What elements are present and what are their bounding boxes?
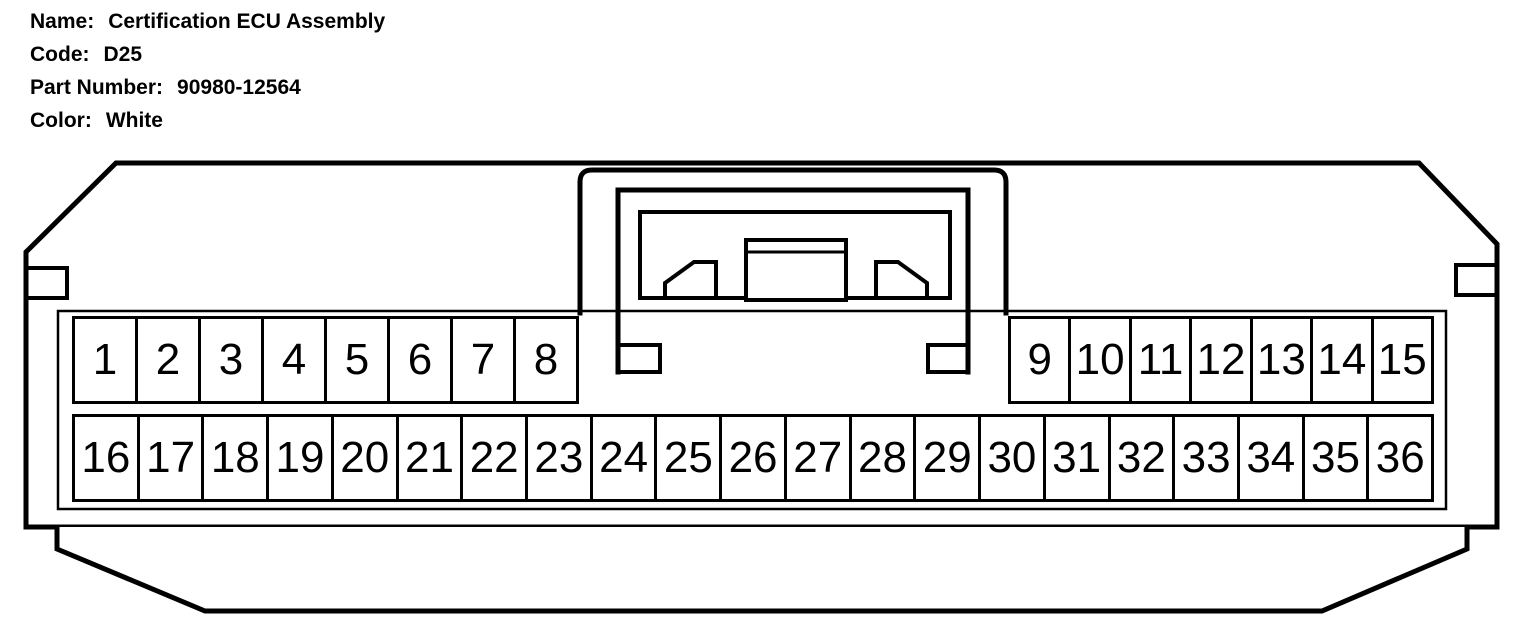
- lock-housing-right-foot: [926, 343, 970, 374]
- pin-cell: 14: [1310, 316, 1374, 404]
- pin-cell: 6: [387, 316, 453, 404]
- name-label: Name:: [30, 10, 95, 33]
- connector-color-line: Color: White: [30, 104, 385, 137]
- pin-cell: 17: [136, 414, 205, 502]
- part-number-value: 90980-12564: [177, 76, 301, 99]
- lock-housing-left-foot: [616, 343, 662, 374]
- pin-cell: 34: [1236, 414, 1305, 502]
- right-side-notch: [1454, 263, 1499, 297]
- color-label: Color:: [30, 109, 92, 132]
- pin-cell: 11: [1128, 316, 1193, 404]
- left-guide-ramp: [663, 260, 718, 300]
- part-number-label: Part Number:: [30, 76, 164, 99]
- pin-cell: 24: [589, 414, 658, 502]
- pin-cell: 21: [395, 414, 464, 502]
- pin-cell: 13: [1249, 316, 1314, 404]
- left-side-notch: [24, 266, 69, 300]
- connector-name-line: Name: Certification ECU Assembly: [30, 5, 385, 38]
- pin-cell: 35: [1301, 414, 1370, 502]
- code-value: D25: [103, 43, 143, 66]
- pin-cell: 22: [460, 414, 529, 502]
- connector-info-header: Name: Certification ECU Assembly Code: D…: [30, 5, 385, 137]
- pin-cell: 20: [330, 414, 399, 502]
- pin-cell: 1: [72, 316, 138, 404]
- pin-cell: 12: [1189, 316, 1253, 404]
- pin-cell: 9: [1008, 316, 1072, 404]
- pin-cell: 15: [1370, 316, 1434, 404]
- pin-cell: 36: [1366, 414, 1435, 502]
- pin-cell: 26: [719, 414, 787, 502]
- pin-cell: 29: [913, 414, 982, 502]
- pin-cell: 25: [654, 414, 723, 502]
- connector-code-line: Code: D25: [30, 38, 385, 71]
- right-guide-ramp: [874, 260, 929, 300]
- name-value: Certification ECU Assembly: [108, 10, 386, 33]
- pin-cell: 30: [978, 414, 1046, 502]
- pin-cell: 5: [324, 316, 390, 404]
- pin-cell: 4: [261, 316, 327, 404]
- pin-cell: 8: [513, 316, 579, 404]
- terminal-field-frame: [56, 309, 1448, 511]
- pin-cell: 18: [201, 414, 270, 502]
- pin-cell: 7: [450, 316, 516, 404]
- pin-cell: 3: [198, 316, 264, 404]
- code-label: Code:: [30, 43, 90, 66]
- pin-cell: 31: [1042, 414, 1111, 502]
- lock-housing-outer: [577, 167, 1009, 316]
- lock-housing-inner: [615, 187, 971, 375]
- pin-cell: 10: [1068, 316, 1132, 404]
- pin-cell: 2: [135, 316, 201, 404]
- pin-cell: 16: [72, 414, 140, 502]
- connector-part-number-line: Part Number: 90980-12564: [30, 71, 385, 104]
- pin-cell: 27: [783, 414, 852, 502]
- pin-cell: 28: [848, 414, 917, 502]
- pin-cell: 23: [525, 414, 593, 502]
- center-latch-tab: [744, 238, 848, 302]
- pin-cell: 32: [1107, 414, 1176, 502]
- connector-bottom-skirt: [54, 524, 1470, 614]
- pin-cell: 19: [266, 414, 334, 502]
- pin-cell: 33: [1172, 414, 1240, 502]
- color-value: White: [105, 109, 163, 132]
